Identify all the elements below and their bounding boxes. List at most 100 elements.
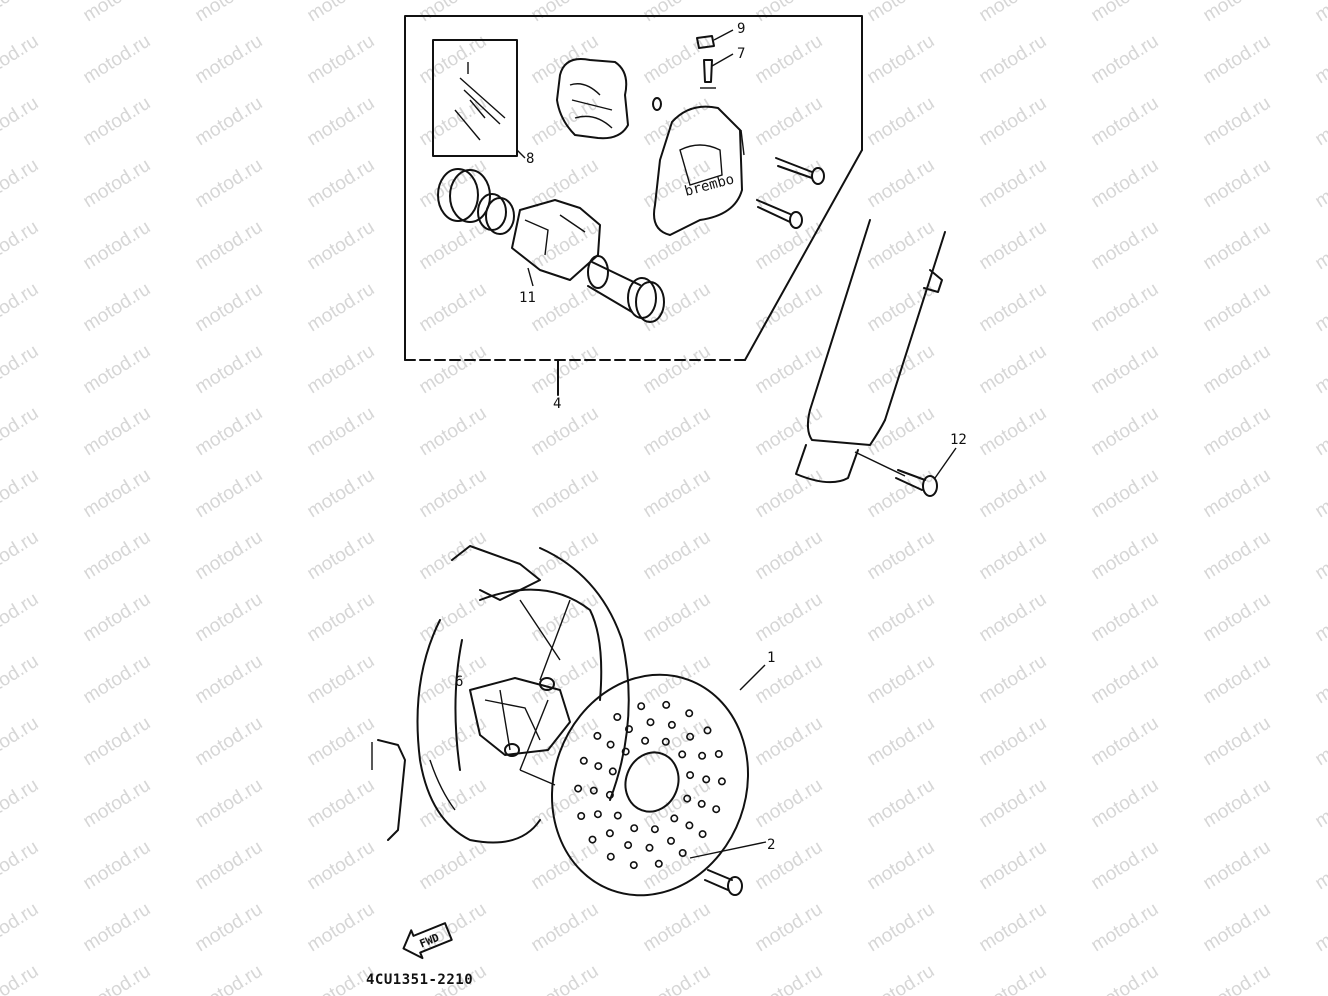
disc-hole: [641, 736, 650, 745]
watermark-text: motod.ru: [304, 465, 379, 523]
watermark-text: motod.ru: [192, 0, 267, 26]
disc-hole: [678, 750, 687, 759]
watermark-text: motod.ru: [192, 527, 267, 585]
watermark-text: motod.ru: [0, 651, 42, 709]
watermark-text: motod.ru: [80, 651, 155, 709]
watermark-text: motod.ru: [864, 155, 939, 213]
watermark-text: motod.ru: [1312, 527, 1328, 585]
watermark-text: motod.ru: [192, 403, 267, 461]
watermark-text: motod.ru: [1088, 403, 1163, 461]
watermark-text: motod.ru: [1200, 403, 1275, 461]
watermark-text: motod.ru: [976, 403, 1051, 461]
watermark-text: motod.ru: [1088, 837, 1163, 895]
watermark-text: motod.ru: [0, 403, 42, 461]
watermark-text: motod.ru: [752, 713, 827, 771]
watermark-text: motod.ru: [1088, 279, 1163, 337]
watermark-text: motod.ru: [416, 651, 491, 709]
watermark-text: motod.ru: [1088, 217, 1163, 275]
watermark-text: motod.ru: [752, 589, 827, 647]
watermark-text: motod.ru: [1200, 279, 1275, 337]
disc-hole: [637, 702, 646, 711]
watermark-text: motod.ru: [1312, 651, 1328, 709]
callout-1: 1: [767, 650, 775, 666]
watermark-text: motod.ru: [1088, 775, 1163, 833]
watermark-text: motod.ru: [864, 651, 939, 709]
watermark-text: motod.ru: [0, 527, 42, 585]
watermark-text: motod.ru: [1312, 465, 1328, 523]
watermark-text: motod.ru: [752, 465, 827, 523]
watermark-text: motod.ru: [304, 279, 379, 337]
watermark-text: motod.ru: [304, 527, 379, 585]
watermark-text: motod.ru: [192, 899, 267, 957]
disc-hole: [683, 794, 692, 803]
watermark-text: motod.ru: [752, 341, 827, 399]
watermark-text: motod.ru: [80, 93, 155, 151]
watermark-text: motod.ru: [976, 341, 1051, 399]
watermark-text: motod.ru: [192, 155, 267, 213]
watermark-text: motod.ru: [640, 713, 715, 771]
watermark-text: motod.ru: [80, 217, 155, 275]
watermark-text: motod.ru: [864, 403, 939, 461]
disc-hole: [624, 725, 633, 734]
watermark-text: motod.ru: [1312, 899, 1328, 957]
watermark-text: motod.ru: [1312, 31, 1328, 89]
disc-bolt-part: [689, 841, 767, 896]
disc-hole: [629, 861, 638, 870]
watermark-text: motod.ru: [1200, 899, 1275, 957]
callout-12: 12: [950, 432, 967, 448]
brake-disc-part: [550, 664, 766, 897]
watermark-text: motod.ru: [0, 93, 42, 151]
disc-hole: [662, 700, 671, 709]
watermark-text: motod.ru: [864, 961, 939, 996]
watermark-text: motod.ru: [640, 217, 715, 275]
watermark-text: motod.ru: [752, 651, 827, 709]
watermark-text: motod.ru: [640, 279, 715, 337]
watermark-text: motod.ru: [416, 403, 491, 461]
seal-kit-box: [432, 39, 526, 159]
watermark-text: motod.ru: [640, 403, 715, 461]
watermark-text: motod.ru: [416, 775, 491, 833]
watermark-text: motod.ru: [752, 527, 827, 585]
watermark-text: motod.ru: [1312, 589, 1328, 647]
watermark-text: motod.ru: [80, 465, 155, 523]
watermark-text: motod.ru: [192, 775, 267, 833]
watermark-text: motod.ru: [0, 713, 42, 771]
watermark-text: motod.ru: [1088, 0, 1163, 26]
disc-hole: [712, 805, 721, 814]
watermark-text: motod.ru: [1312, 155, 1328, 213]
watermark-text: motod.ru: [80, 775, 155, 833]
watermark-text: motod.ru: [640, 961, 715, 996]
watermark-text: motod.ru: [864, 217, 939, 275]
watermark-text: motod.ru: [1312, 713, 1328, 771]
watermark-text: motod.ru: [528, 899, 603, 957]
disc-hole: [650, 825, 659, 834]
watermark-text: motod.ru: [640, 527, 715, 585]
watermark-text: motod.ru: [976, 279, 1051, 337]
disc-hole: [621, 747, 630, 756]
watermark-text: motod.ru: [752, 217, 827, 275]
callout-6: 6: [455, 674, 463, 690]
watermark-text: motod.ru: [304, 341, 379, 399]
watermark-text: motod.ru: [1200, 341, 1275, 399]
disc-hole: [697, 799, 706, 808]
disc-hole: [606, 852, 615, 861]
watermark-text: motod.ru: [1200, 713, 1275, 771]
watermark-text: motod.ru: [0, 775, 42, 833]
watermark-text: motod.ru: [1200, 651, 1275, 709]
disc-hole: [670, 814, 679, 823]
watermark-text: motod.ru: [976, 713, 1051, 771]
watermark-text: motod.ru: [0, 837, 42, 895]
watermark-text: motod.ru: [0, 465, 42, 523]
disc-hole: [646, 718, 655, 727]
watermark-text: motod.ru: [1088, 31, 1163, 89]
watermark-text: motod.ru: [304, 0, 379, 26]
watermark-text: motod.ru: [304, 217, 379, 275]
watermark-text: motod.ru: [0, 899, 42, 957]
fwd-arrow-badge: FWD: [402, 922, 453, 960]
watermark-text: motod.ru: [192, 341, 267, 399]
watermark-text: motod.ru: [192, 217, 267, 275]
watermark-text: motod.ru: [976, 651, 1051, 709]
watermark-text: motod.ru: [528, 775, 603, 833]
watermark-text: motod.ru: [0, 589, 42, 647]
